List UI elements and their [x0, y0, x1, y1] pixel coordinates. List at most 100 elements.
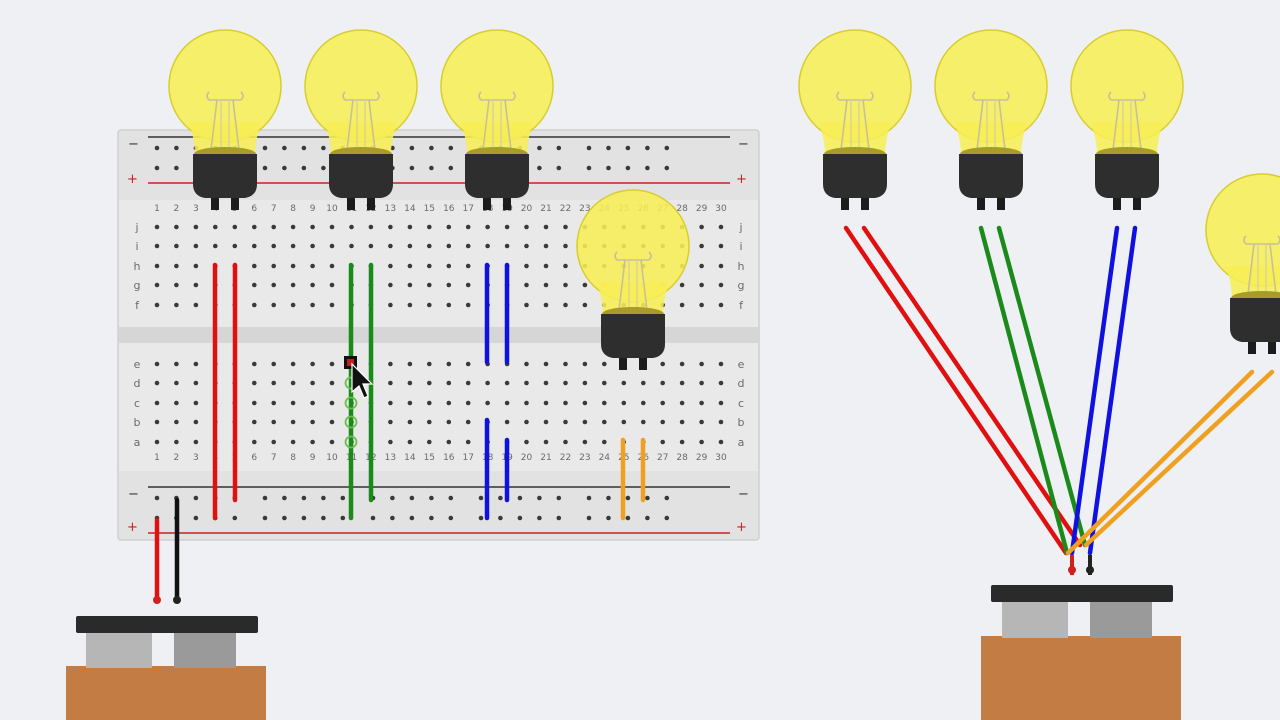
blue-direct-wire-1[interactable] [1069, 225, 1120, 556]
breadboard-hole[interactable] [498, 515, 503, 521]
breadboard-hole[interactable] [465, 439, 471, 445]
breadboard-hole[interactable] [446, 400, 452, 406]
breadboard-hole[interactable] [465, 243, 471, 249]
breadboard-hole[interactable] [582, 302, 588, 308]
breadboard-hole[interactable] [563, 400, 568, 406]
breadboard-hole[interactable] [446, 380, 452, 386]
breadboard-hole[interactable] [290, 263, 296, 269]
breadboard-hole[interactable] [660, 400, 665, 406]
breadboard-hole[interactable] [290, 302, 296, 308]
breadboard-hole[interactable] [699, 419, 704, 425]
breadboard-hole[interactable] [679, 302, 685, 308]
breadboard-hole[interactable] [193, 224, 199, 230]
breadboard-hole[interactable] [290, 361, 296, 367]
breadboard-hole[interactable] [699, 302, 704, 308]
breadboard-hole[interactable] [625, 515, 631, 521]
breadboard-hole[interactable] [465, 282, 471, 288]
breadboard-hole[interactable] [524, 282, 529, 288]
breadboard-hole[interactable] [563, 302, 568, 308]
breadboard-hole[interactable] [290, 400, 296, 406]
breadboard-hole[interactable] [193, 361, 199, 367]
breadboard-hole[interactable] [606, 515, 611, 521]
breadboard-hole[interactable] [524, 243, 529, 249]
breadboard-hole[interactable] [625, 495, 631, 501]
breadboard-hole[interactable] [660, 380, 665, 386]
breadboard-hole[interactable] [517, 515, 523, 521]
breadboard-hole[interactable] [606, 145, 611, 151]
breadboard-hole[interactable] [446, 243, 452, 249]
breadboard-hole[interactable] [154, 243, 160, 249]
breadboard-hole[interactable] [252, 380, 257, 386]
breadboard-hole[interactable] [582, 361, 588, 367]
breadboard-hole[interactable] [427, 439, 432, 445]
breadboard-hole[interactable] [271, 224, 277, 230]
breadboard-hole[interactable] [271, 263, 277, 269]
breadboard-hole[interactable] [427, 419, 432, 425]
breadboard-hole[interactable] [282, 165, 287, 171]
breadboard-hole[interactable] [388, 243, 393, 249]
breadboard-hole[interactable] [446, 419, 452, 425]
breadboard-hole[interactable] [582, 439, 588, 445]
breadboard-hole[interactable] [252, 282, 257, 288]
breadboard-hole[interactable] [262, 495, 268, 501]
breadboard-hole[interactable] [524, 302, 529, 308]
breadboard-hole[interactable] [498, 495, 503, 501]
breadboard-hole[interactable] [543, 400, 549, 406]
breadboard-hole[interactable] [310, 243, 315, 249]
breadboard-hole[interactable] [586, 145, 592, 151]
breadboard-hole[interactable] [390, 495, 395, 501]
breadboard-hole[interactable] [543, 243, 549, 249]
breadboard-hole[interactable] [524, 224, 529, 230]
breadboard-hole[interactable] [271, 302, 277, 308]
breadboard-hole[interactable] [154, 439, 160, 445]
breadboard-hole[interactable] [310, 439, 315, 445]
breadboard-hole[interactable] [271, 361, 277, 367]
breadboard-hole[interactable] [465, 400, 471, 406]
breadboard-hole[interactable] [290, 224, 296, 230]
breadboard-hole[interactable] [563, 380, 568, 386]
breadboard-hole[interactable] [718, 282, 724, 288]
breadboard-hole[interactable] [193, 439, 199, 445]
breadboard-hole[interactable] [582, 419, 588, 425]
battery-icon[interactable] [981, 555, 1181, 720]
breadboard-hole[interactable] [174, 224, 179, 230]
breadboard-hole[interactable] [699, 380, 704, 386]
breadboard-hole[interactable] [602, 380, 607, 386]
breadboard-hole[interactable] [427, 243, 432, 249]
breadboard-hole[interactable] [718, 243, 724, 249]
breadboard-hole[interactable] [310, 380, 315, 386]
breadboard-hole[interactable] [563, 361, 568, 367]
breadboard-hole[interactable] [310, 224, 315, 230]
breadboard-hole[interactable] [154, 165, 160, 171]
breadboard-hole[interactable] [301, 515, 307, 521]
breadboard-hole[interactable] [154, 302, 160, 308]
breadboard-hole[interactable] [310, 419, 315, 425]
breadboard-hole[interactable] [407, 224, 413, 230]
green-direct-wire-1[interactable] [978, 225, 1070, 556]
breadboard-hole[interactable] [465, 263, 471, 269]
breadboard-hole[interactable] [370, 515, 376, 521]
breadboard-hole[interactable] [154, 224, 160, 230]
breadboard-hole[interactable] [329, 361, 335, 367]
breadboard-hole[interactable] [718, 224, 724, 230]
breadboard-hole[interactable] [602, 361, 607, 367]
breadboard-hole[interactable] [478, 495, 484, 501]
breadboard-hole[interactable] [388, 263, 393, 269]
breadboard-hole[interactable] [390, 515, 395, 521]
breadboard-hole[interactable] [664, 495, 670, 501]
battery-icon[interactable] [66, 596, 266, 720]
breadboard-hole[interactable] [563, 439, 568, 445]
red-direct-wire-1[interactable] [843, 225, 1069, 556]
breadboard-hole[interactable] [625, 165, 631, 171]
breadboard-hole[interactable] [543, 380, 549, 386]
breadboard-hole[interactable] [718, 439, 724, 445]
breadboard-hole[interactable] [282, 495, 287, 501]
breadboard-hole[interactable] [699, 282, 704, 288]
breadboard-hole[interactable] [446, 263, 452, 269]
breadboard-hole[interactable] [504, 419, 510, 425]
breadboard-hole[interactable] [448, 165, 454, 171]
breadboard-hole[interactable] [310, 361, 315, 367]
breadboard-hole[interactable] [262, 165, 268, 171]
breadboard-hole[interactable] [340, 515, 346, 521]
breadboard-hole[interactable] [699, 224, 704, 230]
